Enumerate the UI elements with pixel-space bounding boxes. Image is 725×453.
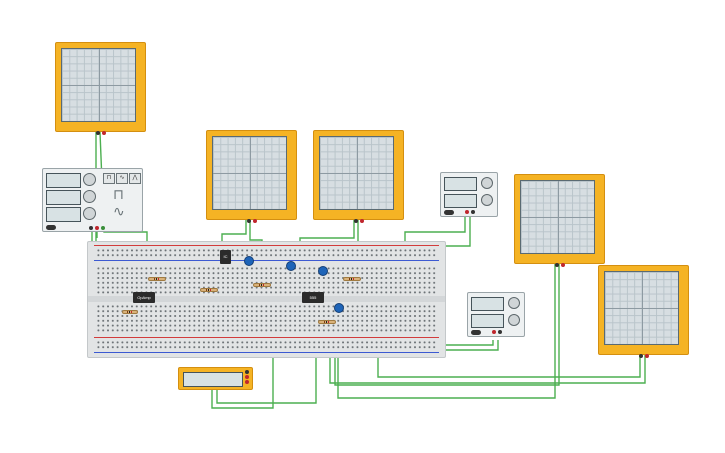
jack-red[interactable]: [101, 131, 106, 135]
square-wave-button[interactable]: ⊓: [103, 173, 115, 184]
timer-chip[interactable]: 555: [302, 292, 324, 303]
top-rail-positive-line: [94, 245, 439, 246]
oscilloscope-3[interactable]: [313, 130, 404, 223]
resistor-6[interactable]: [318, 320, 336, 324]
capacitor-4[interactable]: [334, 303, 344, 313]
current-display: [444, 194, 477, 208]
bottom-rail-positive-line: [94, 337, 439, 338]
oscilloscope-2[interactable]: [206, 130, 297, 223]
top-rail-negative-line: [94, 260, 439, 261]
multimeter[interactable]: [178, 367, 253, 390]
multimeter-display: [183, 372, 243, 387]
jack-red[interactable]: [492, 330, 496, 334]
jack-black[interactable]: [95, 131, 100, 135]
amplitude-knob[interactable]: [83, 190, 96, 203]
resistor-5[interactable]: [122, 310, 138, 314]
power-toggle[interactable]: [471, 330, 481, 335]
square-wave-icon: ⊓: [113, 186, 124, 202]
resistor-4[interactable]: [343, 277, 361, 281]
resistor-1[interactable]: [148, 277, 166, 281]
oscilloscope-screen: [212, 136, 287, 210]
jack-red[interactable]: [245, 380, 249, 384]
sine-wave-button[interactable]: ∿: [116, 173, 128, 184]
power-supply-1[interactable]: [440, 172, 498, 217]
offset-knob[interactable]: [83, 207, 96, 220]
current-knob[interactable]: [508, 314, 520, 326]
oscilloscope-screen: [61, 48, 136, 122]
jack-green[interactable]: [101, 226, 105, 230]
upper-terminal-strip: [96, 266, 437, 294]
voltage-knob[interactable]: [508, 297, 520, 309]
frequency-knob[interactable]: [83, 173, 96, 186]
function-generator-display-2: [46, 190, 81, 205]
oscilloscope-screen: [604, 271, 679, 345]
jack-red[interactable]: [245, 375, 249, 379]
function-generator-display-3: [46, 207, 81, 222]
function-generator[interactable]: ⊓ ∿ ⋀ ⊓ ∿: [42, 168, 143, 232]
jack-black[interactable]: [471, 210, 475, 214]
current-knob[interactable]: [481, 194, 493, 206]
jack-black[interactable]: [246, 219, 251, 223]
jack-black[interactable]: [353, 219, 358, 223]
oscilloscope-screen: [319, 136, 394, 210]
capacitor-1[interactable]: [244, 256, 254, 266]
jack-red[interactable]: [644, 354, 649, 358]
small-ic-chip[interactable]: IC: [220, 250, 231, 264]
oscilloscope-4[interactable]: [514, 174, 605, 267]
opamp-chip[interactable]: OpAmp: [133, 292, 155, 303]
capacitor-2[interactable]: [286, 261, 296, 271]
top-power-rail: [96, 248, 437, 258]
center-channel: [88, 296, 445, 302]
jack-black[interactable]: [498, 330, 502, 334]
power-supply-2[interactable]: [467, 292, 525, 337]
sine-wave-icon: ∿: [113, 203, 125, 219]
jack-red[interactable]: [560, 263, 565, 267]
jack-red[interactable]: [95, 226, 99, 230]
resistor-3[interactable]: [253, 283, 271, 287]
lower-terminal-strip: [96, 304, 437, 332]
function-generator-display-1: [46, 173, 81, 188]
bottom-rail-negative-line: [94, 352, 439, 353]
capacitor-3[interactable]: [318, 266, 328, 276]
jack-red[interactable]: [252, 219, 257, 223]
jack-black[interactable]: [554, 263, 559, 267]
triangle-wave-button[interactable]: ⋀: [129, 173, 141, 184]
jack-red[interactable]: [359, 219, 364, 223]
bottom-power-rail: [96, 340, 437, 350]
voltage-knob[interactable]: [481, 177, 493, 189]
current-display: [471, 314, 504, 328]
voltage-display: [444, 177, 477, 191]
jack-black[interactable]: [245, 370, 249, 374]
jack-black[interactable]: [638, 354, 643, 358]
jack-black[interactable]: [89, 226, 93, 230]
voltage-display: [471, 297, 504, 311]
oscilloscope-5[interactable]: [598, 265, 689, 358]
power-toggle[interactable]: [444, 210, 454, 215]
resistor-2[interactable]: [200, 288, 218, 292]
jack-red[interactable]: [465, 210, 469, 214]
oscilloscope-1[interactable]: [55, 42, 146, 135]
power-toggle[interactable]: [46, 225, 56, 230]
oscilloscope-screen: [520, 180, 595, 254]
